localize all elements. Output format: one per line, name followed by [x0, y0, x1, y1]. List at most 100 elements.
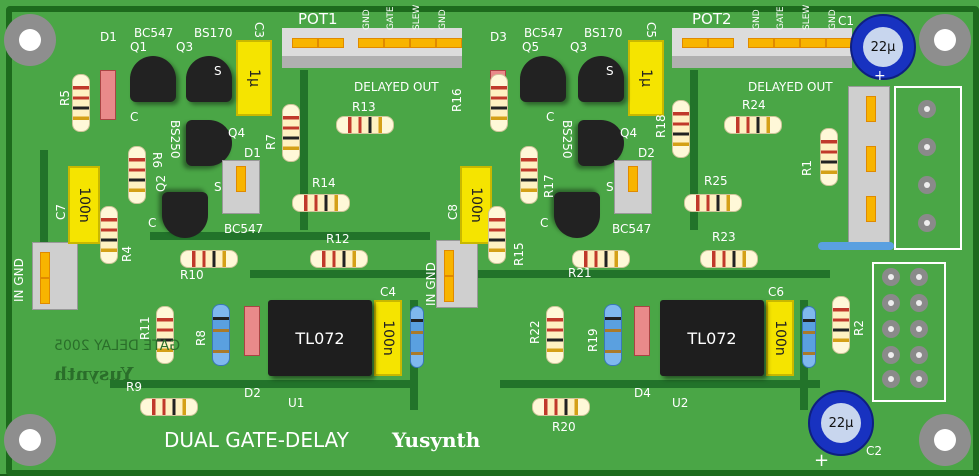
pot2-header[interactable]: [672, 28, 852, 68]
d3-label: D3: [490, 30, 507, 44]
solder-pad: [882, 294, 900, 312]
solder-pad: [882, 370, 900, 388]
c-label: C: [130, 110, 139, 124]
r18-label: R18: [654, 114, 668, 138]
component-value-label: 22µ: [863, 27, 903, 67]
resistor-r2: [832, 296, 850, 354]
c2-label: C2: [866, 444, 883, 458]
trace: [300, 70, 308, 230]
transistor-q2-right: [554, 192, 600, 238]
diode-d4: [634, 306, 650, 356]
header-pin: [40, 278, 50, 304]
r20-label: R20: [552, 420, 576, 434]
ic-u1-tl072: TL072: [268, 300, 372, 376]
bc547-label: BC547: [612, 222, 652, 236]
electrolytic-capacitor-c1: 22µ: [850, 14, 916, 80]
trace: [150, 232, 430, 240]
resistor-r22: [546, 306, 564, 364]
r25-label: R25: [704, 174, 728, 188]
r22-label: R22: [528, 320, 542, 344]
in-gnd-connector-2[interactable]: [436, 240, 478, 308]
r2-label: R2: [852, 320, 866, 336]
r14-label: R14: [312, 176, 336, 190]
r10-label: R10: [180, 268, 204, 282]
d2-label: D2: [638, 146, 655, 160]
r17-label: R17: [542, 174, 556, 198]
resistor-r21: [572, 250, 630, 268]
header-pin: [410, 38, 436, 48]
c-label: C: [546, 110, 555, 124]
r21-label: R21: [568, 266, 592, 280]
pin-label: GATE: [776, 6, 786, 30]
resistor-r20: [532, 398, 590, 416]
bc547-label: BC547: [524, 26, 564, 40]
resistor-r1: [820, 128, 838, 186]
header-pin: [436, 38, 462, 48]
c6-label: C6: [768, 285, 785, 299]
resistor-r14: [292, 194, 350, 212]
resistor-r24: [724, 116, 782, 134]
bs250-label: BS250: [560, 120, 574, 159]
d2-label: D2: [244, 386, 261, 400]
q3-label: Q3: [570, 40, 588, 54]
r7-label: R7: [264, 134, 278, 150]
pin-label: SLEW: [412, 4, 422, 30]
header-pin: [748, 38, 774, 48]
r11-label: R11: [138, 316, 152, 340]
resistor-r16: [490, 74, 508, 132]
header-pin: [774, 38, 800, 48]
d1-label: D1: [244, 146, 261, 160]
bs170-label: BS170: [194, 26, 233, 40]
r24-label: R24: [742, 98, 766, 112]
component-value-label: 100n: [468, 187, 485, 223]
solder-pad: [882, 346, 900, 364]
bc547-label: BC547: [224, 222, 264, 236]
c1-label: C1: [838, 14, 855, 28]
solder-pad: [918, 138, 936, 156]
solder-pad: [910, 320, 928, 338]
jumper-wire: [818, 242, 894, 250]
resistor-r12: [310, 250, 368, 268]
resistor-r17: [520, 146, 538, 204]
r15-label: R15: [512, 242, 526, 266]
pot1-header[interactable]: [282, 28, 462, 68]
resistor-r6: [128, 146, 146, 204]
mounting-hole: [4, 414, 56, 466]
component-value-label: 1µ: [637, 69, 654, 87]
r6-label: R6: [150, 152, 164, 168]
solder-pad: [882, 268, 900, 286]
q1-label: Q1: [130, 40, 148, 54]
power-header-outline: [872, 262, 946, 402]
pin-label: SLEW: [802, 4, 812, 30]
trace: [500, 380, 820, 388]
mirrored-brand: Yusynth: [54, 364, 134, 385]
in-gnd-connector-1[interactable]: [32, 242, 78, 310]
solder-pad: [910, 268, 928, 286]
diode-d1: [100, 70, 116, 120]
header-pin: [682, 38, 708, 48]
u2-label: U2: [672, 396, 689, 410]
bs170-label: BS170: [584, 26, 623, 40]
wire-link: [802, 306, 816, 368]
resistor-r8: [212, 304, 230, 366]
connector-outline: [894, 86, 962, 250]
board-edge-trace: [6, 6, 979, 476]
in-gnd-label: IN GND: [424, 262, 438, 306]
d1-label: D1: [100, 30, 117, 44]
solder-pad: [882, 320, 900, 338]
bc547-label: BC547: [134, 26, 174, 40]
delayed-out-label: DELAYED OUT: [748, 80, 833, 94]
pin-label: GND: [828, 9, 838, 30]
r19-label: R19: [586, 328, 600, 352]
q4-label: Q4: [228, 126, 246, 140]
capacitor-c3: 1µ: [236, 40, 272, 116]
resistor-r4: [100, 206, 118, 264]
resistor-r25: [684, 194, 742, 212]
capacitor-c7: 100n: [68, 166, 100, 244]
wire-link: [410, 306, 424, 368]
delayed-out-label: DELAYED OUT: [354, 80, 439, 94]
r23-label: R23: [712, 230, 736, 244]
r13-label: R13: [352, 100, 376, 114]
trace: [110, 380, 410, 388]
